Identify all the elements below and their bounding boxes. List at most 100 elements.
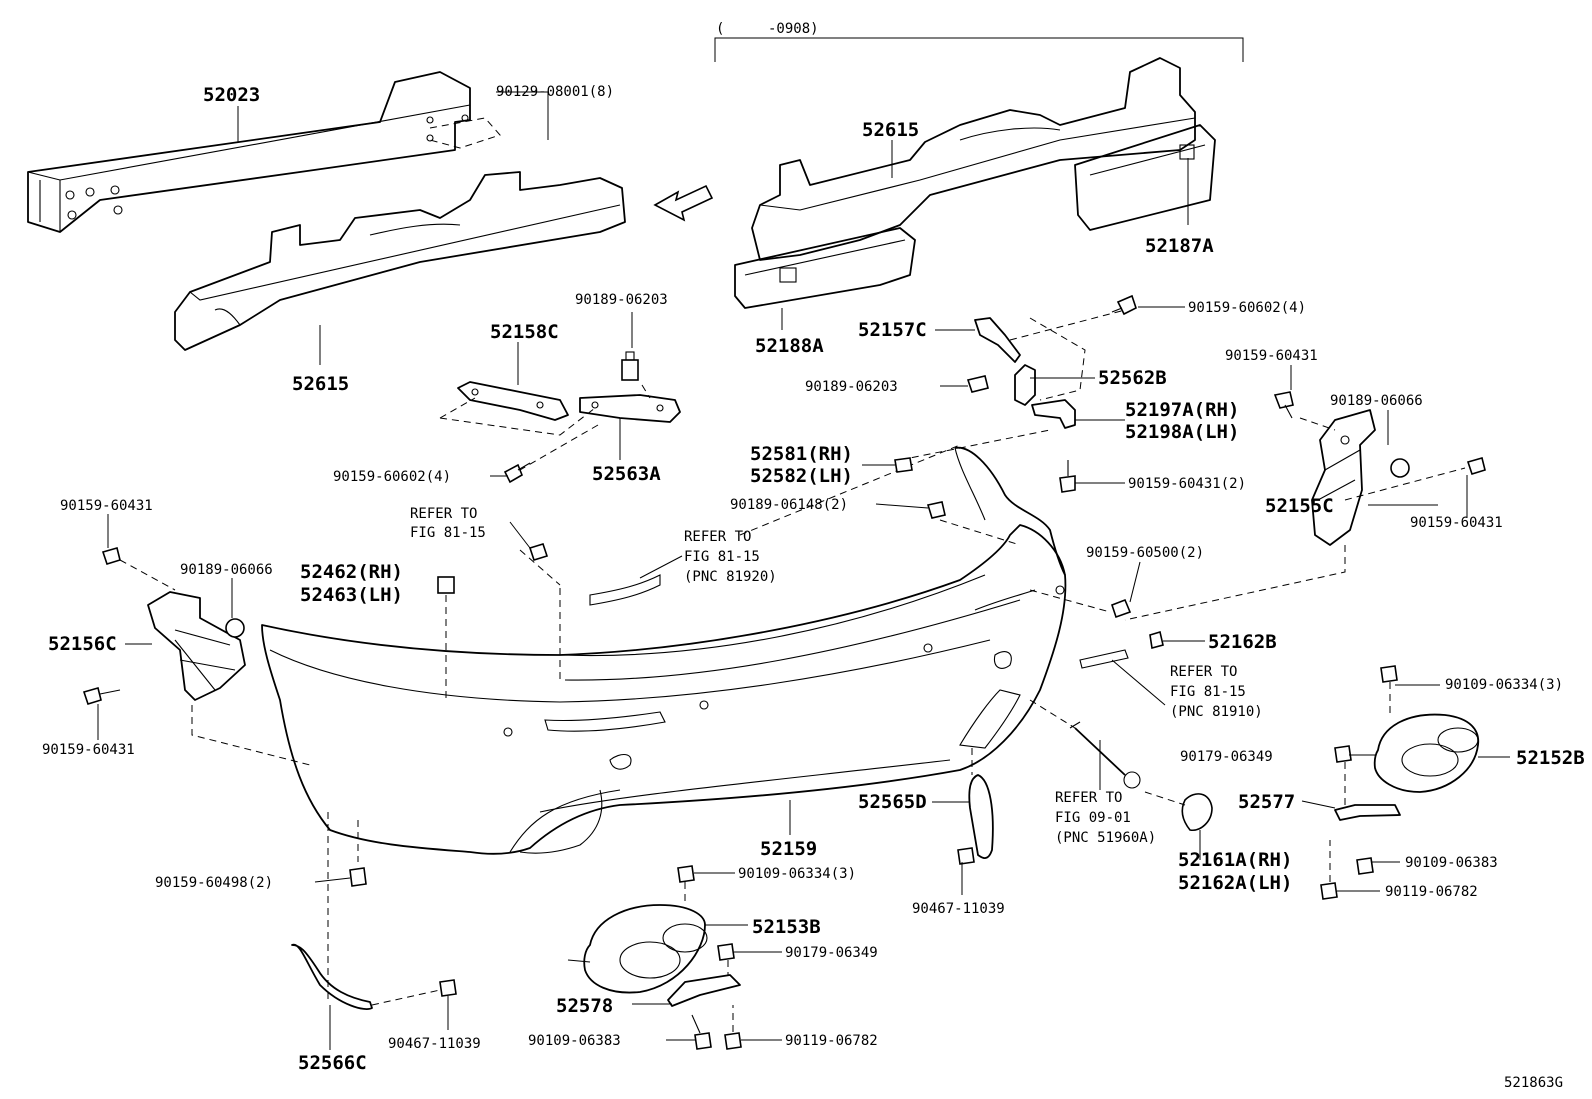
part-label-90159-60431-right-bot: 90159-60431 [1410,515,1503,531]
part-label-52152b: 52152B [1516,747,1585,769]
retainer-left-drawing [457,381,569,421]
upper-bracket-drawing [1031,399,1076,429]
mid-retainer-dash-1 [1029,317,1086,401]
part-label-90159-60431-left-top: 90159-60431 [60,498,153,514]
mid-retainer-dash-2 [1009,309,1126,341]
refer-note-1-line2: FIG 81-15 [410,525,486,541]
part-label-52563a: 52563A [592,463,661,485]
clip-icon [940,375,989,393]
bolt-icon [101,547,121,565]
part-label-90159-60431-left-bot: 90159-60431 [42,742,135,758]
part-label-90119-06782-mid: 90119-06782 [785,1033,878,1049]
part-label-52463: 52463(LH) [300,584,403,606]
side-bracket-left-drawing [147,591,246,701]
part-label-52562b: 52562B [1098,367,1167,389]
towing-cover-dash [1144,791,1186,806]
bolt-icon [1273,391,1294,419]
refer-note-1-line1: REFER TO [410,506,477,522]
range-code-label: -0908) [768,21,819,37]
part-label-52162a: 52162A(LH) [1178,872,1292,894]
part-label-52023: 52023 [203,84,260,106]
range-open-label: ( [716,21,724,37]
side-bracket-right-drawing [1311,409,1376,546]
bolt-icon [1059,460,1076,493]
part-label-52187a: 52187A [1145,235,1214,257]
retainer-lower-mid-drawing [1014,364,1036,406]
mudguard-left-drawing [291,943,373,1010]
refer-note-2-line2: FIG 81-15 [684,549,760,565]
part-label-52198a: 52198A(LH) [1125,421,1239,443]
refer-note-3-line3: (PNC 81910) [1170,704,1263,720]
part-label-90129-08001: 90129-08001(8) [496,84,614,100]
retainer-dash-4 [641,384,651,399]
bolt-icon [691,1014,712,1050]
left-absorber-drawing [174,171,626,351]
retainer-right-drawing [579,394,681,423]
cover-dash-5 [939,519,1021,546]
side-absorber-left-drawing [734,227,916,309]
clip-icon [621,351,639,381]
part-label-90109-06334-right: 90109-06334(3) [1445,677,1563,693]
bolt-icon [349,867,367,887]
refer-note-4-line1: REFER TO [1055,790,1122,806]
part-label-90189-06203-left: 90189-06203 [575,292,668,308]
exhaust-finisher-left-drawing [567,904,708,994]
clip-icon [957,847,975,865]
part-label-52615-upper: 52615 [862,119,919,141]
bumper-cover-drawing [261,446,1129,855]
part-label-90159-60602-right: 90159-60602(4) [1188,300,1306,316]
part-label-52157c: 52157C [858,319,927,341]
part-label-52578: 52578 [556,995,613,1017]
stay-right-drawing [1334,804,1401,821]
clip-icon [1334,745,1352,763]
refer-note-2-line1: REFER TO [684,529,751,545]
bolt-icon [1466,457,1486,475]
part-label-90109-06383-mid: 90109-06383 [528,1033,621,1049]
part-label-90467-11039-left: 90467-11039 [388,1036,481,1052]
side-absorber-right-drawing [1074,124,1216,231]
direction-arrow-icon [653,184,714,222]
towing-eye-dash [1029,699,1076,729]
side-bracket-left-dash-2 [191,705,311,766]
refer-note-4-line3: (PNC 51960A) [1055,830,1156,846]
cover-dash-1 [519,549,561,586]
part-label-90159-60500: 90159-60500(2) [1086,545,1204,561]
retainer-dash-3 [519,424,599,471]
towing-cover-drawing [1181,793,1213,832]
bolt-icon [1380,665,1398,683]
part-label-52462: 52462(RH) [300,561,403,583]
bolt-icon [1320,882,1338,900]
part-label-90159-60602-left: 90159-60602(4) [333,469,451,485]
bolt-icon [528,543,549,561]
part-label-52565d: 52565D [858,791,927,813]
clip-icon [1390,458,1410,478]
part-label-52577: 52577 [1238,791,1295,813]
part-label-52158c: 52158C [490,321,559,343]
retainer-dash-2 [439,407,596,436]
side-bracket-left-dash-1 [119,559,176,591]
part-label-52197a: 52197A(RH) [1125,399,1239,421]
part-label-52615-left: 52615 [292,373,349,395]
refer-note-4-line2: FIG 09-01 [1055,810,1131,826]
part-label-90109-06334-mid: 90109-06334(3) [738,866,856,882]
side-bracket-right-dash-2 [1344,467,1466,501]
leader-lines [97,91,1510,1050]
part-label-52582: 52582(LH) [750,465,853,487]
retainer-upper-mid-drawing [974,317,1021,363]
cover-dash-6 [899,429,1051,461]
reinforcement-beam-drawing [27,71,471,233]
part-label-90189-06148: 90189-06148(2) [730,497,848,513]
refer-note-2-line3: (PNC 81920) [684,569,777,585]
clip-icon [717,943,735,961]
bolt-icon [82,687,121,705]
bolt-icon [503,462,531,484]
part-label-52156c: 52156C [48,633,117,655]
part-label-52581: 52581(RH) [750,443,853,465]
part-label-52162b: 52162B [1208,631,1277,653]
pad-drawing [437,576,455,594]
bolt-icon [677,865,695,883]
towing-eye-drawing [1069,721,1141,789]
bolt-icon [1110,598,1132,619]
